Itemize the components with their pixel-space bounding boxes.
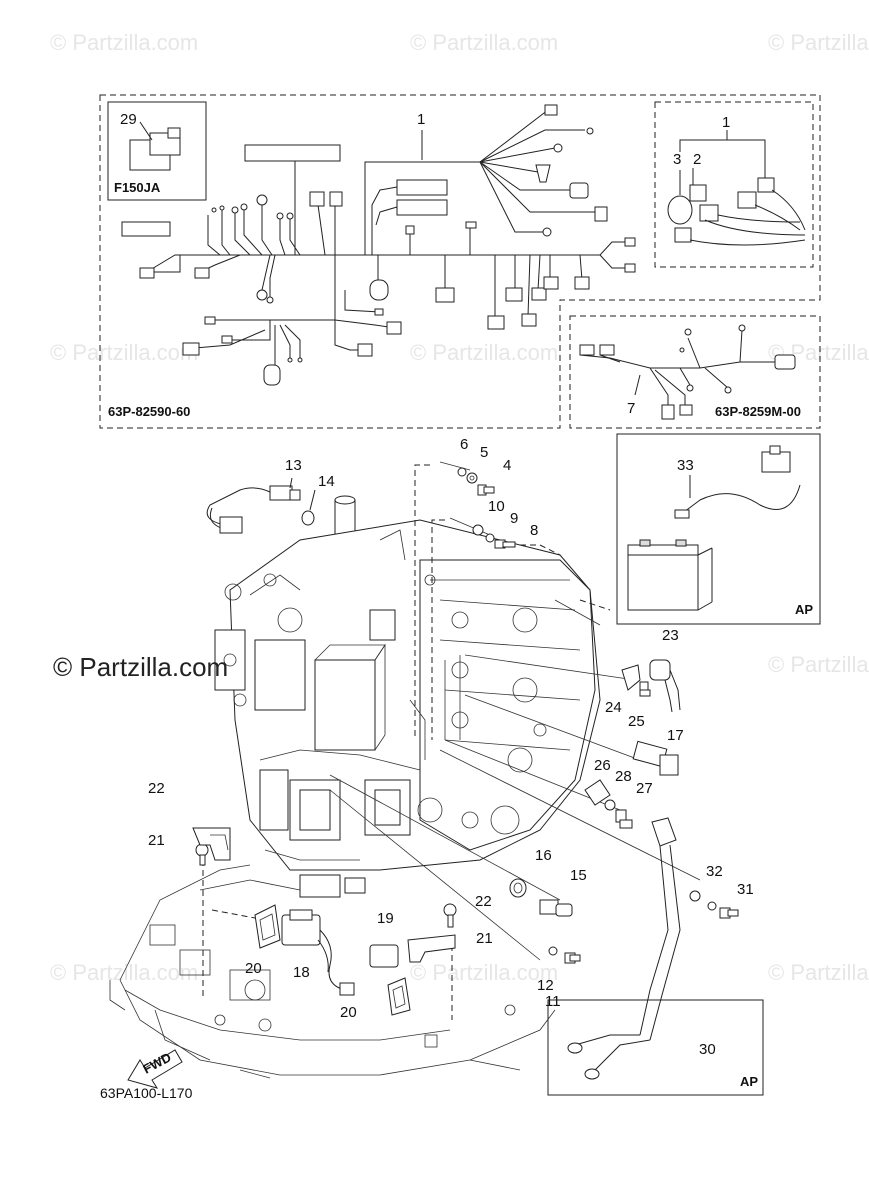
callout-6: 6 xyxy=(460,436,468,453)
watermark: © Partzilla.com xyxy=(50,340,199,365)
part-17-sensor xyxy=(632,740,679,776)
lower-cowling xyxy=(109,864,556,1079)
callout-4: 4 xyxy=(503,457,511,474)
callout-8: 8 xyxy=(530,522,538,539)
callout-31: 31 xyxy=(737,881,754,898)
watermark: © Partzilla.com xyxy=(410,960,559,985)
part-13-sensor xyxy=(206,477,301,534)
callout-16: 16 xyxy=(535,847,552,864)
connector-multipin xyxy=(244,144,341,162)
harness-sub-code: 63P-8259M-00 xyxy=(715,404,801,419)
harness-section: 29 F150JA xyxy=(99,94,821,429)
callout-21-left: 21 xyxy=(148,832,165,849)
callout-29: 29 xyxy=(120,111,137,128)
watermark: © Partzilla.com xyxy=(768,652,869,677)
callout-19: 19 xyxy=(377,910,394,927)
callout-14: 14 xyxy=(318,473,335,490)
partzilla-watermark: © Partzilla.com xyxy=(53,652,229,682)
callout-1: 1 xyxy=(417,111,425,128)
parts-4-5-6 xyxy=(457,467,495,496)
parts-11-12 xyxy=(548,946,581,964)
callout-9: 9 xyxy=(510,510,518,527)
parts-26-27-28 xyxy=(584,779,633,829)
watermark: © Partzilla.com xyxy=(768,960,869,985)
callout-15: 15 xyxy=(570,867,587,884)
part-14-gasket xyxy=(301,510,315,526)
harness-main-code: 63P-82590-60 xyxy=(108,404,190,419)
parts-21-22-left xyxy=(192,827,231,866)
parts-15-16 xyxy=(509,878,573,917)
callout-21-right: 21 xyxy=(476,930,493,947)
connector-29 xyxy=(129,121,181,171)
callout-17: 17 xyxy=(667,727,684,744)
callout-30: 30 xyxy=(699,1041,716,1058)
callout-22-left: 22 xyxy=(148,780,165,797)
parts-23-24-25 xyxy=(621,659,681,713)
callout-12: 12 xyxy=(537,977,554,994)
ap-box-battery: 33 AP xyxy=(616,433,821,625)
callout-13: 13 xyxy=(285,457,302,474)
callout-2: 2 xyxy=(693,151,701,168)
callout-20-right: 20 xyxy=(340,1004,357,1021)
callout-11: 11 xyxy=(545,993,561,1010)
callout-26: 26 xyxy=(594,757,611,774)
watermark: © Partzilla.com xyxy=(768,30,869,55)
part-18-switch xyxy=(281,909,355,996)
callout-23: 23 xyxy=(662,627,679,644)
engine-block xyxy=(214,495,601,898)
callout-27: 27 xyxy=(636,780,653,797)
inset-sensors xyxy=(667,130,806,246)
callout-24: 24 xyxy=(605,699,622,716)
callout-32: 32 xyxy=(706,863,723,880)
watermark: © Partzilla.com xyxy=(410,30,559,55)
callout-25: 25 xyxy=(628,713,645,730)
ap-box-battery-cable xyxy=(547,817,764,1096)
variant-label: F150JA xyxy=(114,180,161,195)
watermark: © Partzilla.com xyxy=(50,30,199,55)
part-20-grommet-left xyxy=(254,904,281,949)
part-20-grommet-right xyxy=(387,977,411,1016)
part-19 xyxy=(369,944,399,968)
watermark: © Partzilla.com xyxy=(410,340,559,365)
callout-5: 5 xyxy=(480,444,488,461)
callout-1-inset: 1 xyxy=(722,114,730,131)
leader-lines xyxy=(202,461,701,1020)
callout-10: 10 xyxy=(488,498,505,515)
figure-code: 63PA100-L170 xyxy=(100,1085,193,1101)
callout-22-right: 22 xyxy=(475,893,492,910)
fwd-arrow: FWD xyxy=(127,1049,183,1089)
callout-20-left: 20 xyxy=(245,960,262,977)
parts-21-22-right xyxy=(407,903,457,963)
ap-label-bottom: AP xyxy=(740,1074,758,1089)
ap-label-top: AP xyxy=(795,602,813,617)
callout-33: 33 xyxy=(677,457,694,474)
callout-7: 7 xyxy=(627,400,635,417)
parts-8-9-10 xyxy=(472,524,516,549)
callout-3: 3 xyxy=(673,151,681,168)
callout-18: 18 xyxy=(293,964,310,981)
sub-harness-7 xyxy=(579,324,796,420)
callout-28: 28 xyxy=(615,768,632,785)
